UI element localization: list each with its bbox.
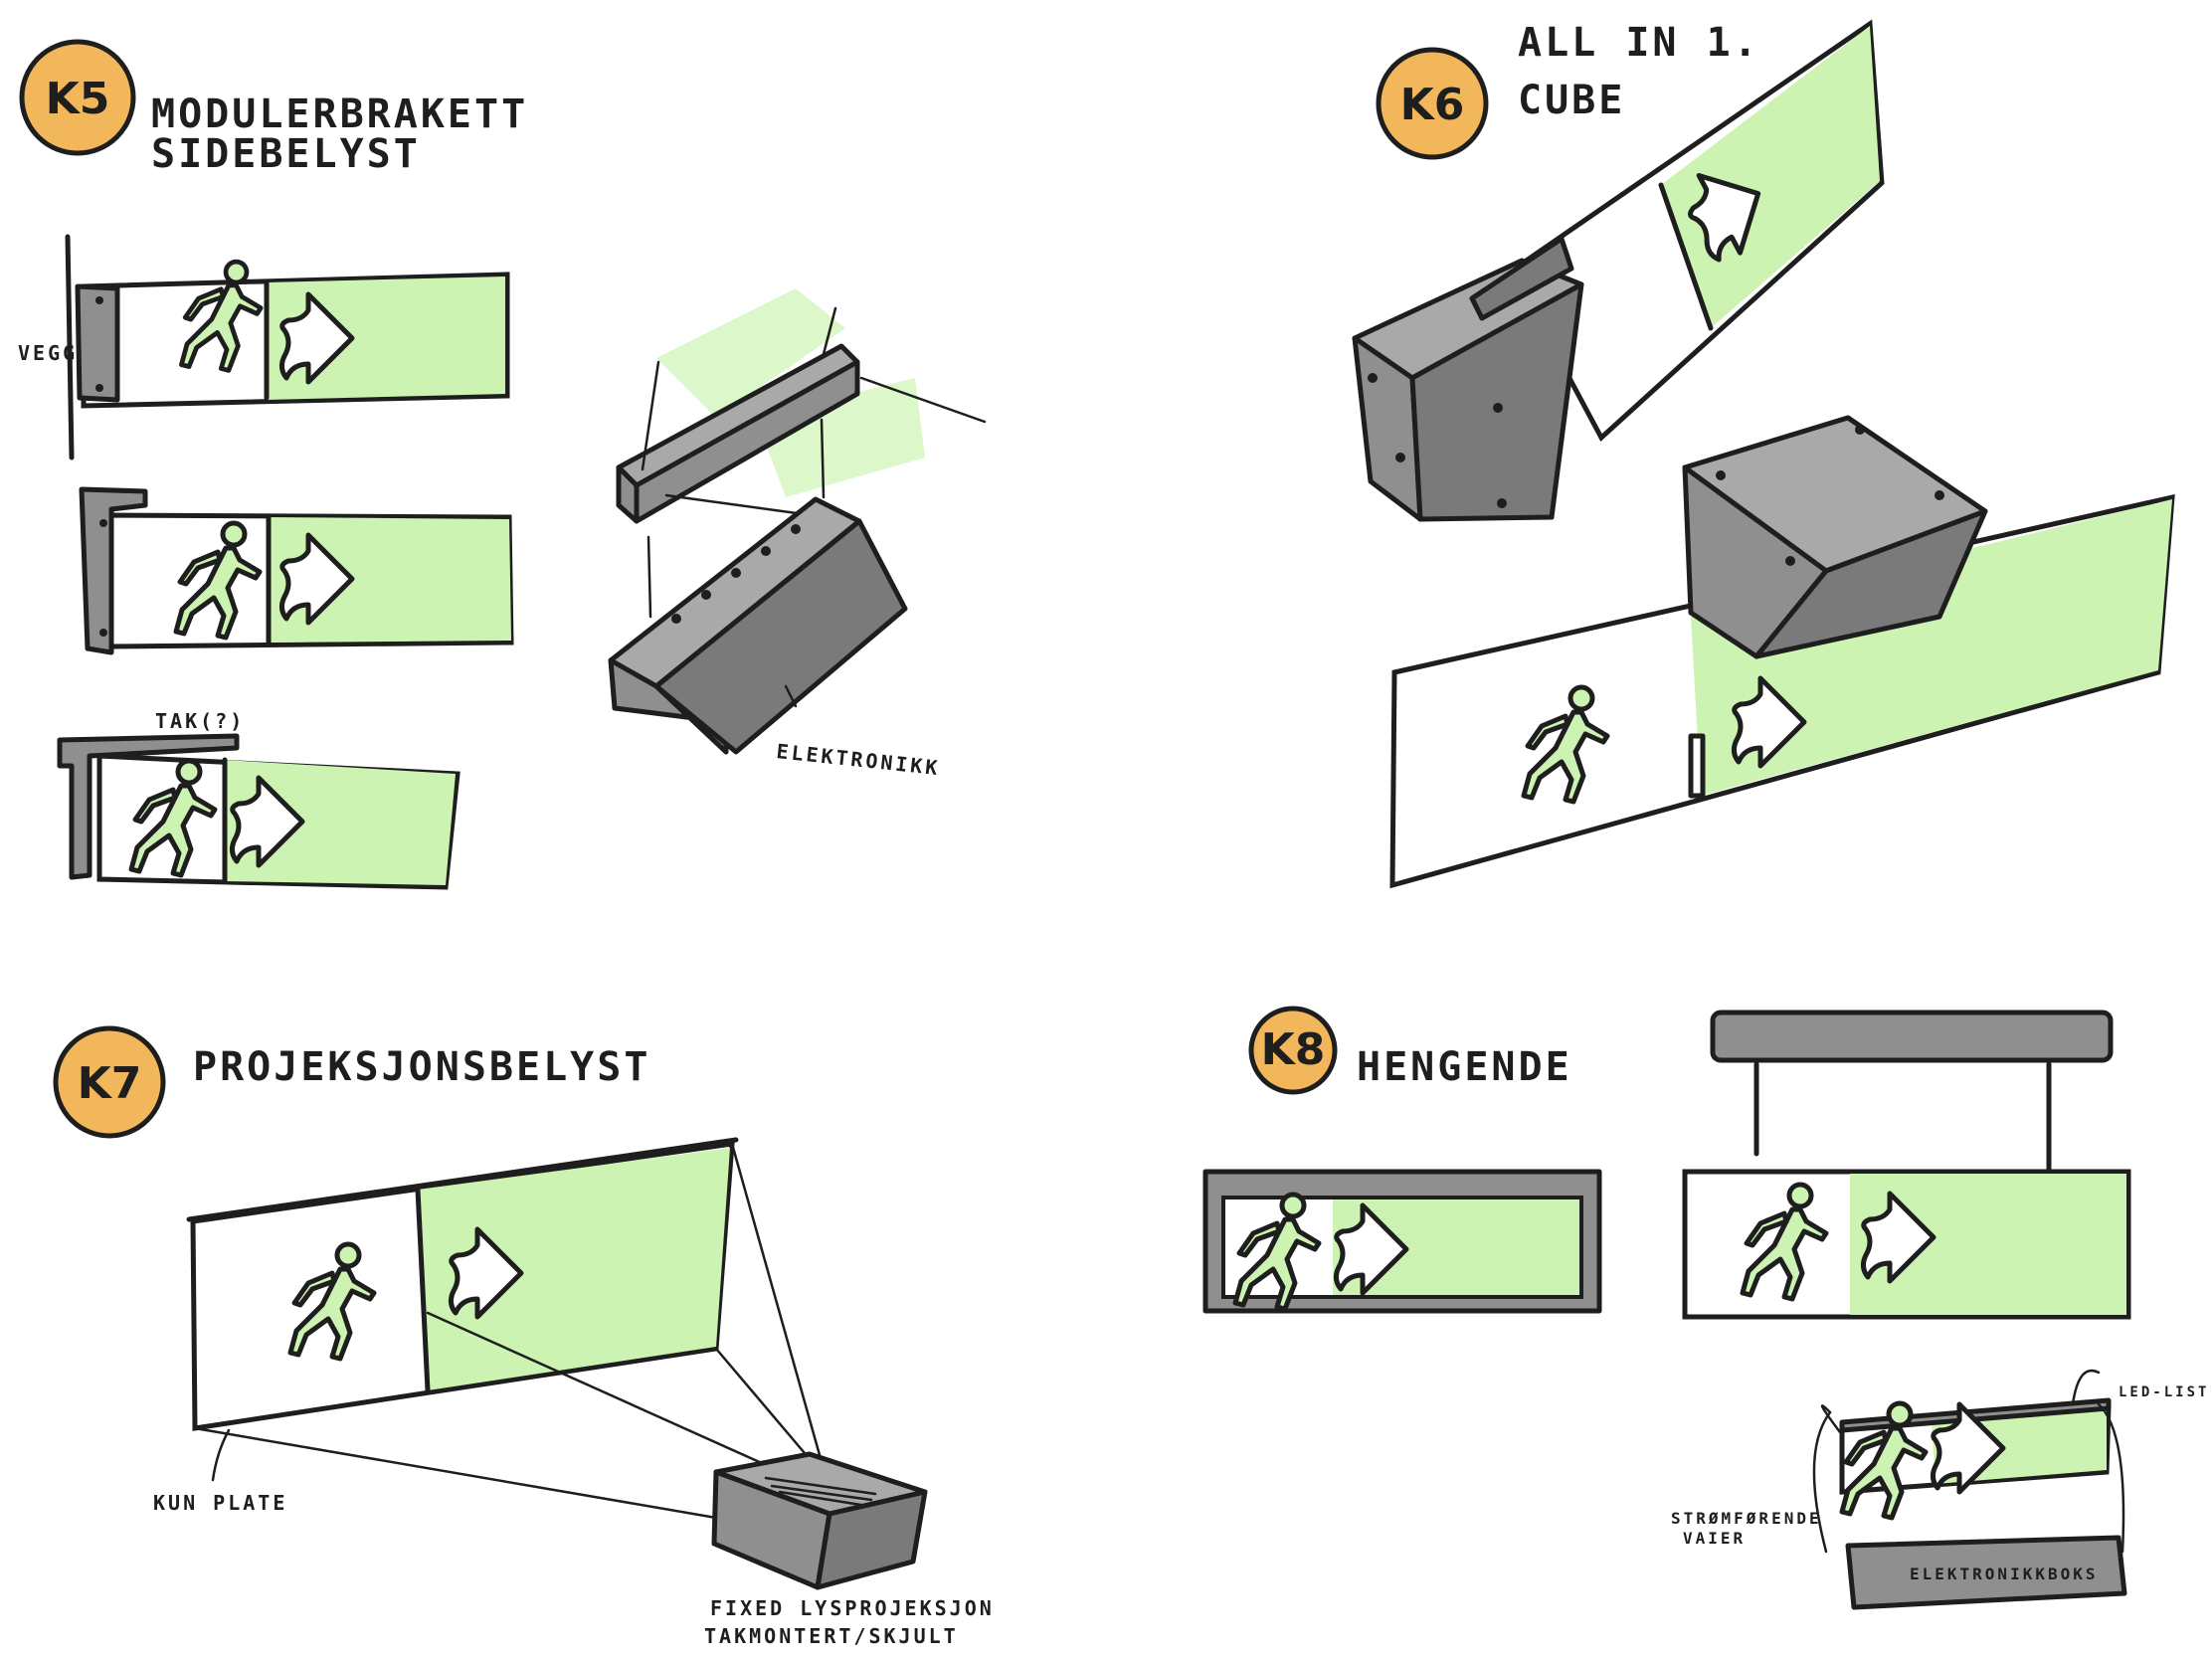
k8-label-box: ELEKTRONIKKBOKS — [1910, 1565, 2099, 1583]
k7-title: PROJEKSJONSBELYST — [193, 1044, 650, 1090]
k8-framed-sign — [1202, 1169, 1602, 1314]
k6-title-line1: ALL IN 1. — [1518, 20, 1760, 66]
k5-title-line2: SIDEBELYST — [151, 131, 421, 177]
k7-projection-rays — [193, 1142, 824, 1520]
k5-exploded-bracket: ELEKTRONIKK — [608, 288, 987, 780]
badge-k8: K8 — [1248, 1006, 1338, 1095]
section-k7: K7 PROJEKSJONSBELYST KUN PLATE FIXE — [53, 1025, 995, 1648]
k8-led-assembly: ELEKTRONIKKBOKS — [1812, 1370, 2127, 1610]
k8-label-led: LED-LIST — [2119, 1384, 2209, 1400]
section-k8: K8 HENGENDE — [1202, 1006, 2209, 1610]
badge-k6-text: K6 — [1400, 80, 1465, 130]
k7-label-plate: KUN PLATE — [153, 1491, 287, 1515]
k8-label-wire-line1: STRØMFØRENDE — [1671, 1509, 1822, 1528]
badge-k7-text: K7 — [78, 1058, 142, 1109]
section-k5: K5 MODULERBRAKETT SIDEBELYST VEGG — [18, 39, 987, 890]
k6-title-line2: CUBE — [1518, 78, 1625, 123]
badge-k6: K6 — [1376, 47, 1489, 160]
badge-k5-text: K5 — [46, 74, 110, 124]
k5-sign-side — [79, 486, 514, 655]
k8-label-wire-line2: VAIER — [1683, 1529, 1746, 1548]
k7-label-projection-line1: FIXED LYSPROJEKSJON — [710, 1596, 995, 1620]
k5-sign-ceiling: TAK(?) — [57, 709, 461, 890]
k6-cube-flat — [1389, 415, 2175, 889]
k7-label-projection-line2: TAKMONTERT/SKJULT — [704, 1624, 959, 1648]
section-k6: K6 ALL IN 1. CUBE — [1352, 19, 2175, 889]
k5-sign-wall — [65, 234, 510, 461]
k5-label-ceiling: TAK(?) — [155, 709, 245, 733]
badge-k5: K5 — [19, 39, 136, 156]
badge-k7: K7 — [53, 1025, 166, 1139]
k8-title: HENGENDE — [1357, 1044, 1572, 1090]
k5-label-electronics: ELEKTRONIKK — [775, 739, 941, 780]
k5-led-row — [671, 524, 801, 624]
k7-projector-box — [711, 1451, 928, 1590]
k8-hanging-sign — [1682, 1010, 2131, 1320]
k6-cube-angled — [1352, 19, 1885, 522]
badge-k8-text: K8 — [1261, 1024, 1326, 1075]
k5-label-wall: VEGG — [18, 341, 78, 365]
k7-projected-sign — [186, 1137, 739, 1431]
k5-title-line1: MODULERBRAKETT — [151, 92, 528, 137]
